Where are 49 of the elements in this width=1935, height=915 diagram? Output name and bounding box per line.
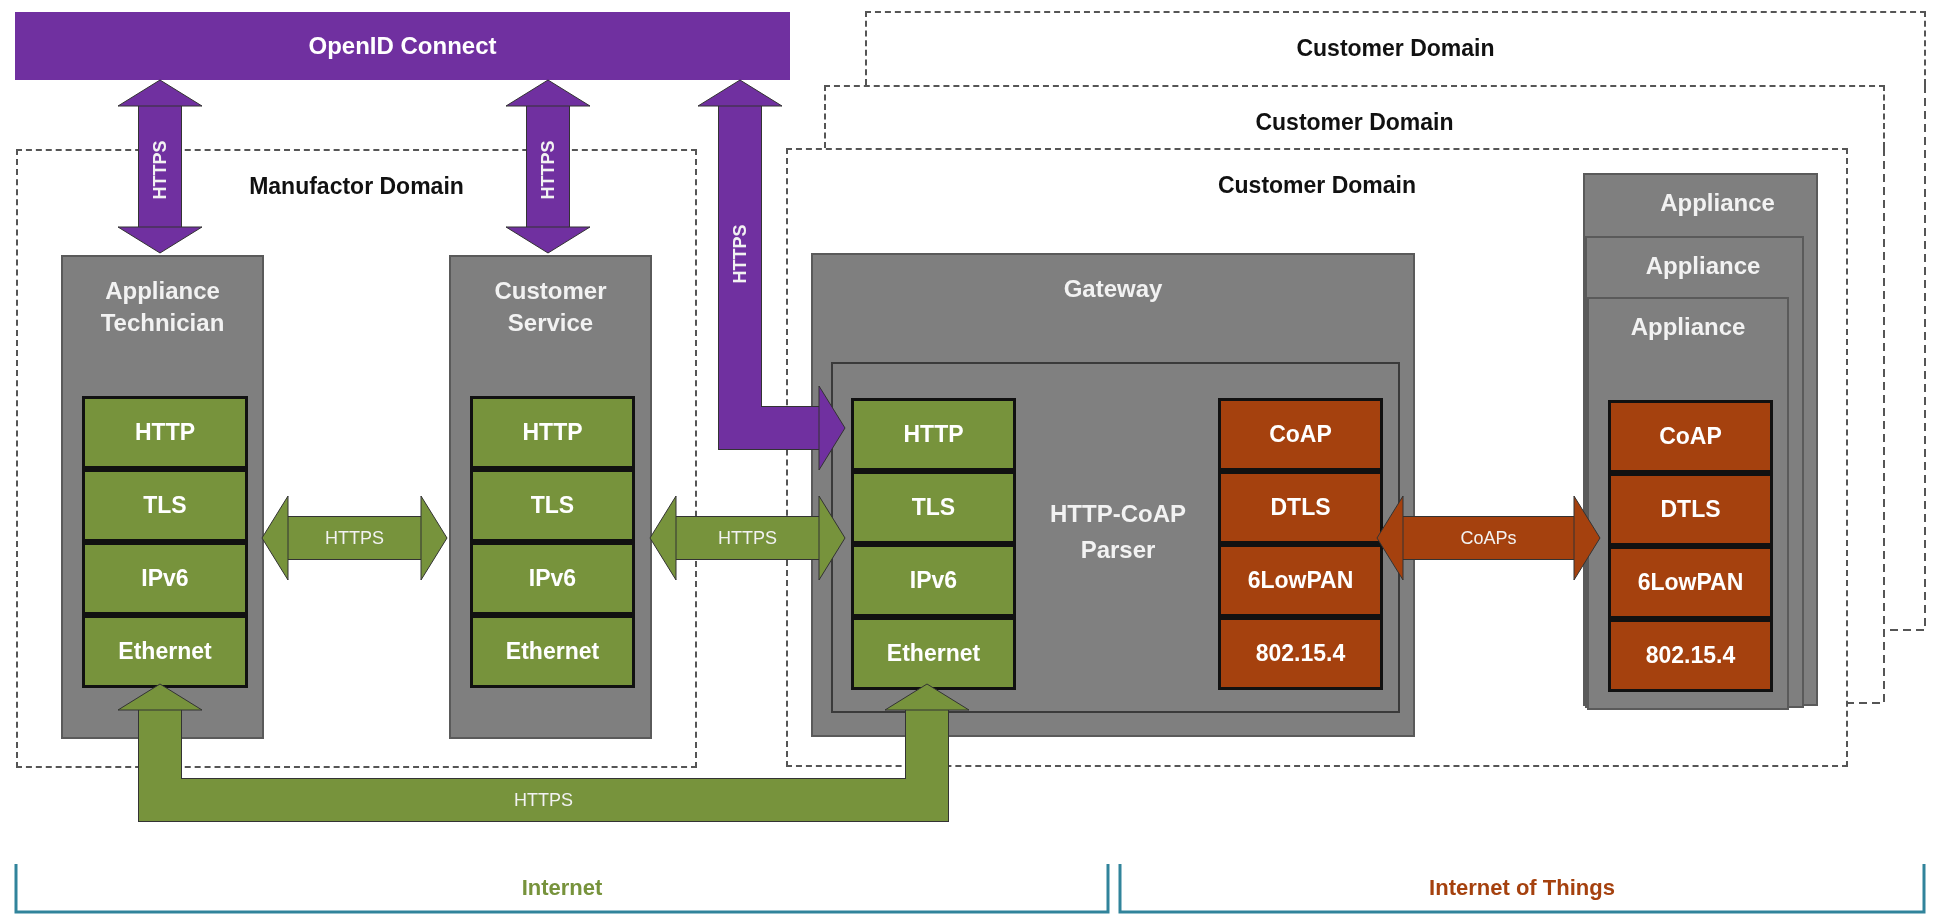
device-box	[1587, 297, 1789, 710]
edge-label: HTTPS	[149, 140, 171, 200]
protocol-layer: IPv6	[851, 544, 1016, 617]
protocol-layer: TLS	[470, 469, 635, 542]
protocol-bar: OpenID Connect	[15, 12, 790, 80]
protocol-layer: DTLS	[1608, 473, 1773, 546]
region-label: Internet of Things	[1429, 875, 1615, 901]
device-box	[449, 255, 652, 739]
protocol-layer: Ethernet	[82, 615, 248, 688]
parser-title: HTTP-CoAP Parser	[1049, 499, 1187, 565]
domain-title: Customer Domain	[1254, 109, 1455, 136]
protocol-layer: 6LowPAN	[1218, 544, 1383, 617]
protocol-layer: 6LowPAN	[1608, 546, 1773, 619]
domain-boundary	[865, 11, 1926, 85]
domain-title: Customer Domain	[1295, 35, 1496, 62]
box-title: Appliance	[1629, 312, 1747, 342]
device-box	[1585, 236, 1804, 708]
protocol-layer: Ethernet	[851, 617, 1016, 690]
edge-label: HTTPS	[514, 789, 573, 811]
protocol-layer: HTTP	[851, 398, 1016, 471]
region-label: Internet	[521, 875, 603, 901]
edge-label: HTTPS	[537, 140, 559, 200]
protocol-layer: CoAP	[1608, 400, 1773, 473]
box-title: Appliance	[1644, 251, 1762, 281]
protocol-layer: 802.15.4	[1218, 617, 1383, 690]
protocol-layer: CoAP	[1218, 398, 1383, 471]
protocol-layer: 802.15.4	[1608, 619, 1773, 692]
box-title: Appliance	[1659, 188, 1776, 218]
domain-boundary	[824, 85, 1885, 148]
protocol-layer: HTTP	[470, 396, 635, 469]
box-title: Appliance Technician	[99, 276, 226, 338]
protocol-layer: HTTP	[82, 396, 248, 469]
device-box	[811, 253, 1415, 737]
edge-label: CoAPs	[1460, 527, 1517, 549]
protocol-layer: IPv6	[82, 542, 248, 615]
box-title: Gateway	[1062, 274, 1164, 304]
domain-boundary	[786, 148, 1848, 767]
edge-label: HTTPS	[325, 527, 384, 549]
edge-label: HTTPS	[729, 224, 751, 284]
protocol-layer: IPv6	[470, 542, 635, 615]
device-box	[61, 255, 264, 739]
edge-label: HTTPS	[718, 527, 777, 549]
protocol-layer: Ethernet	[470, 615, 635, 688]
protocol-layer: DTLS	[1218, 471, 1383, 544]
protocol-layer: TLS	[82, 469, 248, 542]
box-title: Customer Service	[493, 276, 608, 338]
protocol-layer: TLS	[851, 471, 1016, 544]
parser-box	[831, 362, 1400, 713]
domain-title: Customer Domain	[1216, 172, 1418, 199]
